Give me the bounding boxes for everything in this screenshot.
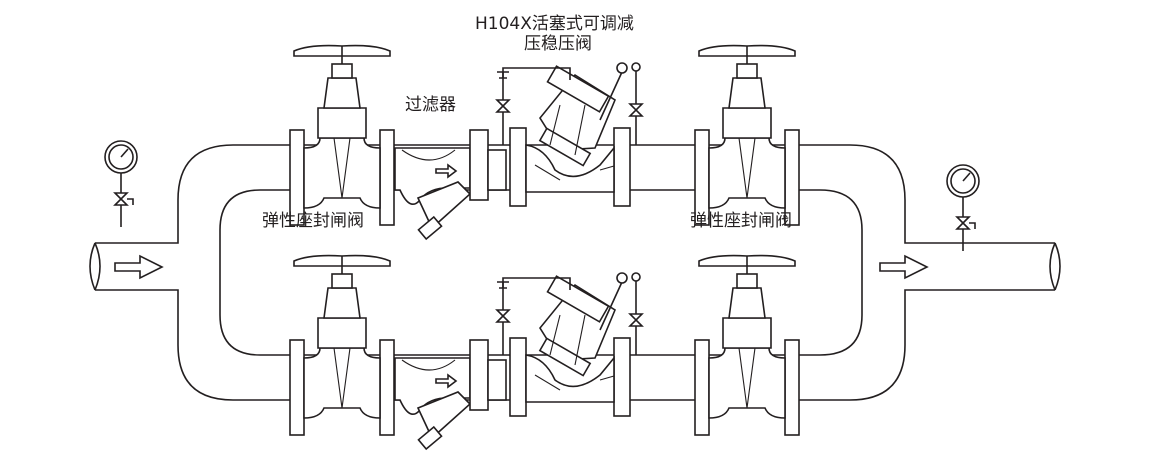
pressure-reducing-valve-title: H104X活塞式可调减 xyxy=(475,14,634,34)
upper-branch xyxy=(290,46,799,239)
pressure-reducing-valve-title-line2: 压稳压阀 xyxy=(524,34,592,54)
outlet-flow-arrow xyxy=(879,254,929,280)
inlet-pressure-gauge xyxy=(104,140,138,228)
inlet-flow-arrow xyxy=(114,254,164,280)
lower-branch xyxy=(290,256,799,449)
outlet-pressure-gauge xyxy=(946,164,980,252)
gate-valve-left-label: 弹性座封闸阀 xyxy=(262,211,364,231)
gate-valve-right-label: 弹性座封闸阀 xyxy=(690,211,792,231)
outlet-pipe-break xyxy=(1049,242,1061,291)
filter-label: 过滤器 xyxy=(405,95,456,115)
inlet-pipe-break xyxy=(89,242,101,291)
